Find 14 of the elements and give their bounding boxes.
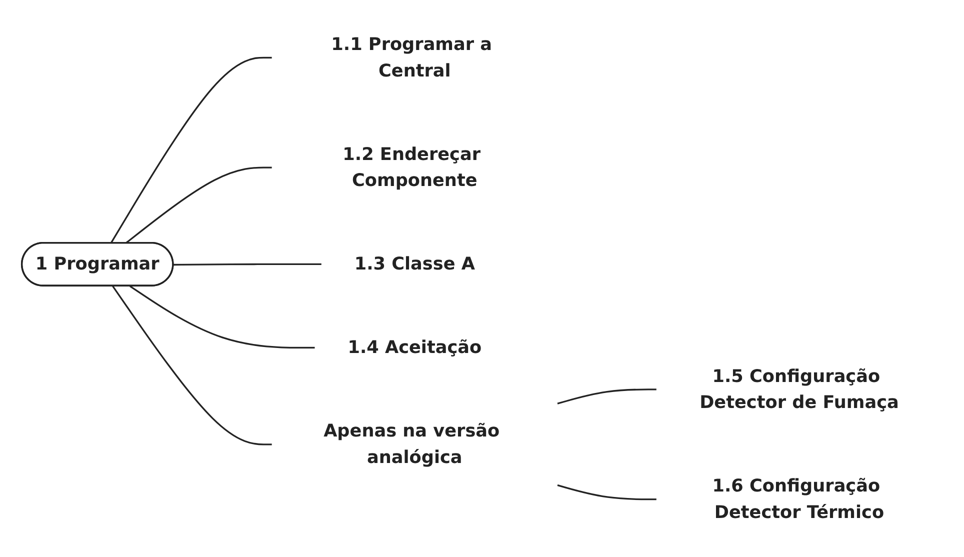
connector <box>110 56 272 244</box>
connector <box>557 484 656 500</box>
node-text: 1.4 Aceitação <box>348 336 482 358</box>
node-text: Apenas na versão analógica <box>324 420 500 468</box>
node-text: 1.3 Classe A <box>354 253 476 274</box>
connector <box>125 166 272 244</box>
connector <box>112 286 272 446</box>
node-text: 1.6 Configuração Detector Térmico <box>712 475 884 522</box>
node-text: 1.1 Programar a Central <box>331 33 492 81</box>
connector <box>174 263 322 266</box>
node-text: 1.5 Configuração Detector de Fumaça <box>700 365 899 413</box>
node-text: 1.2 Endereçar Componente <box>342 143 481 191</box>
connector <box>130 286 315 349</box>
connector <box>557 388 656 404</box>
